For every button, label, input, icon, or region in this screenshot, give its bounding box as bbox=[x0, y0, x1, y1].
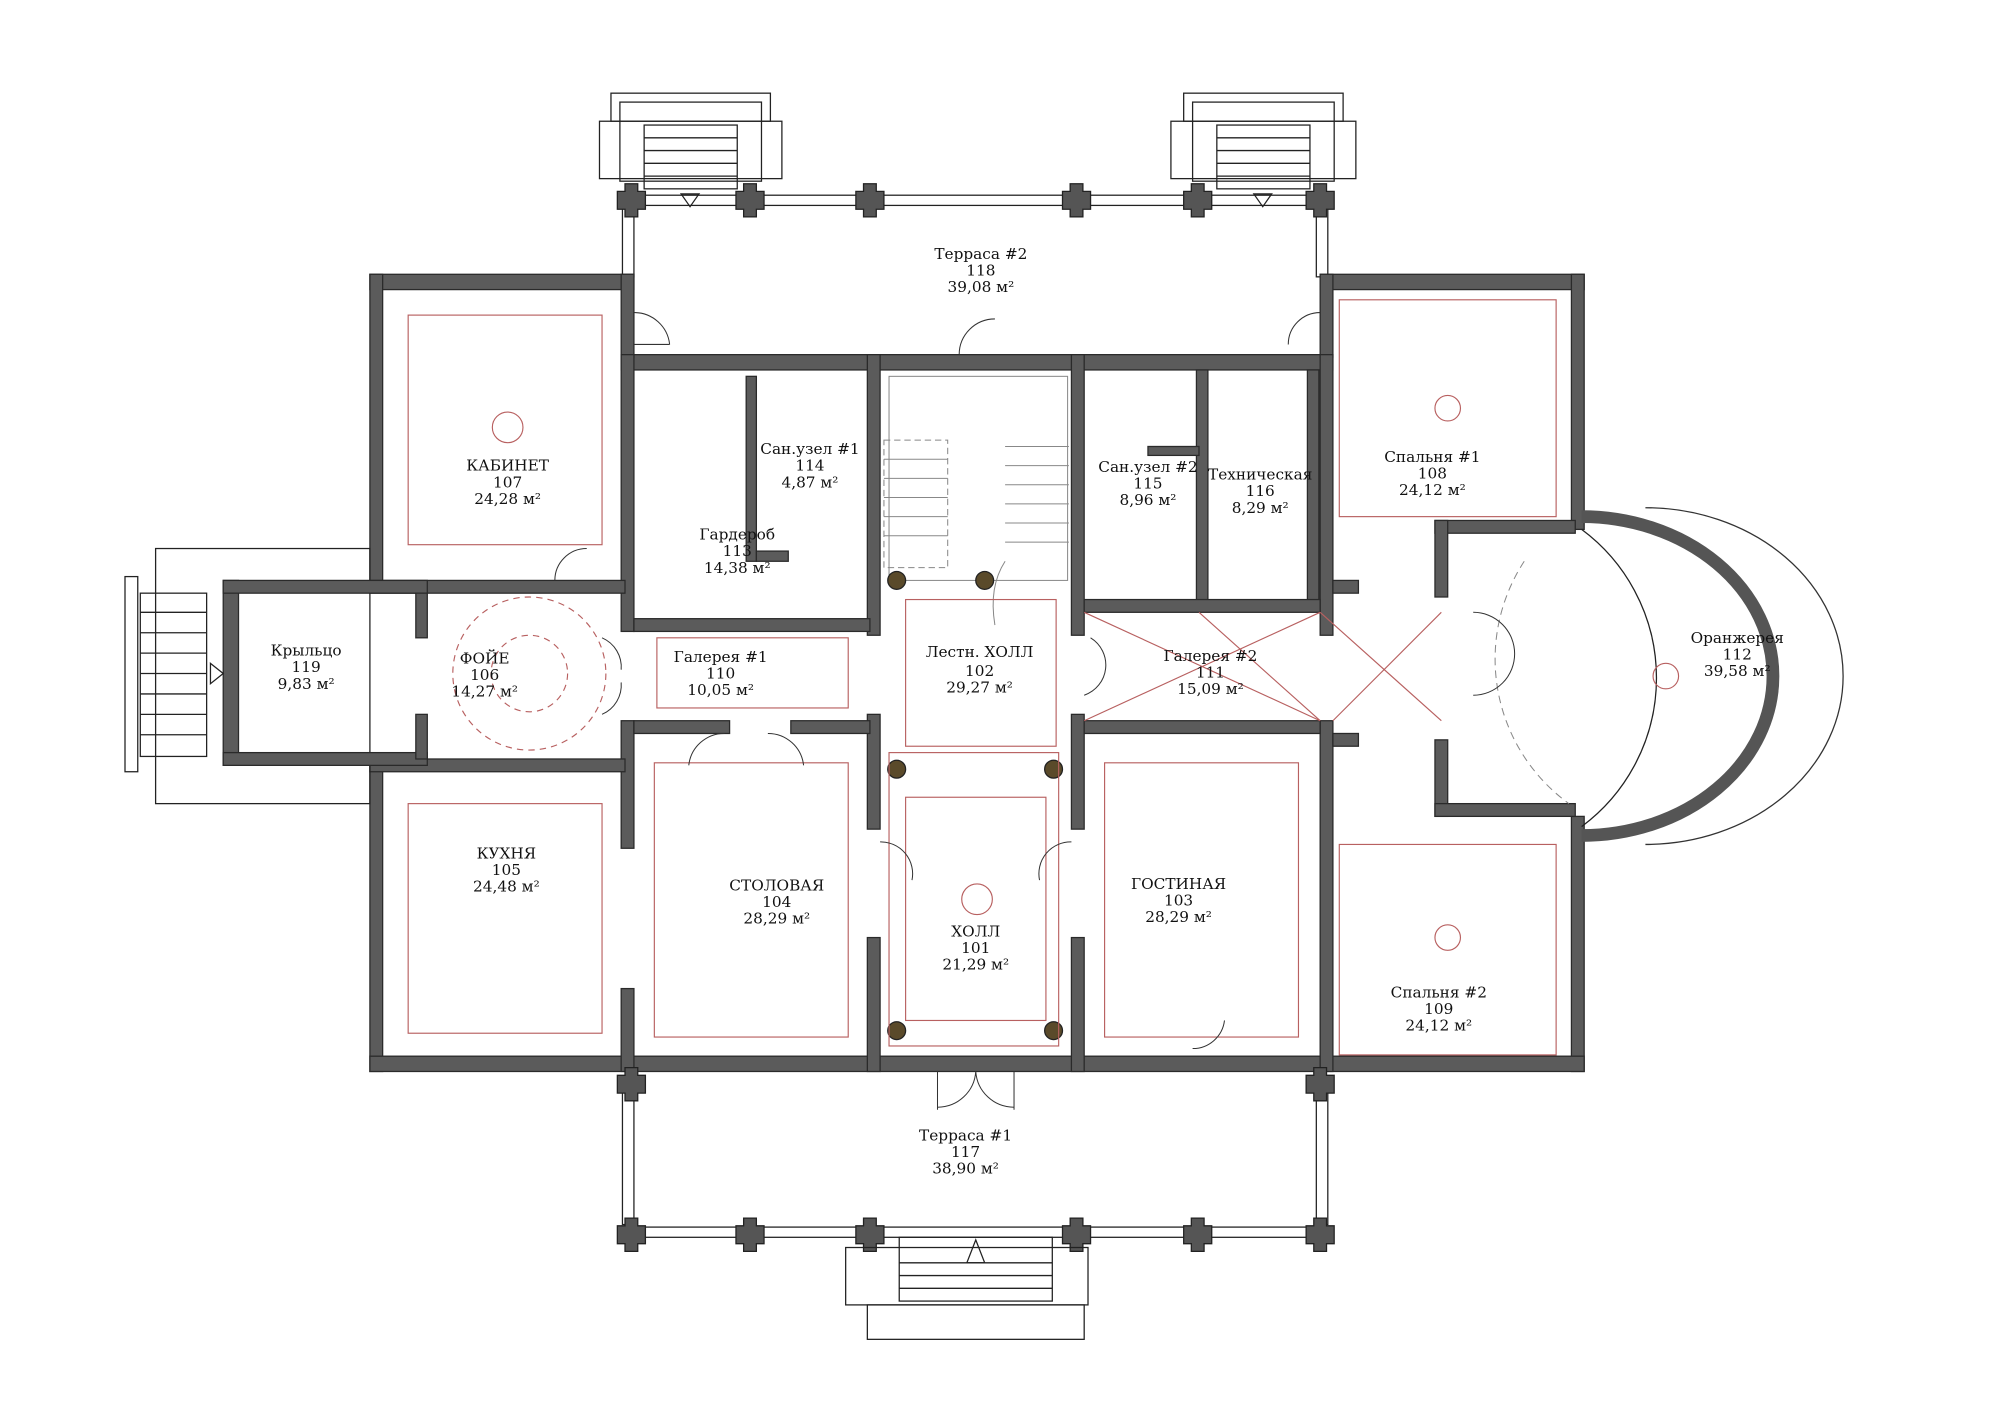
walls bbox=[369, 273, 1585, 1073]
terrace-2-steps-left bbox=[598, 92, 783, 208]
staircase bbox=[883, 375, 1069, 626]
doors bbox=[554, 312, 1516, 1110]
porch bbox=[124, 547, 428, 805]
hall-columns bbox=[887, 759, 1064, 1041]
terrace-1 bbox=[616, 1067, 1335, 1340]
orangery bbox=[1494, 507, 1844, 846]
terrace-2-steps-right bbox=[1170, 92, 1357, 208]
ceiling-outlines bbox=[407, 299, 1557, 1056]
terrace-2-columns bbox=[616, 183, 1335, 218]
